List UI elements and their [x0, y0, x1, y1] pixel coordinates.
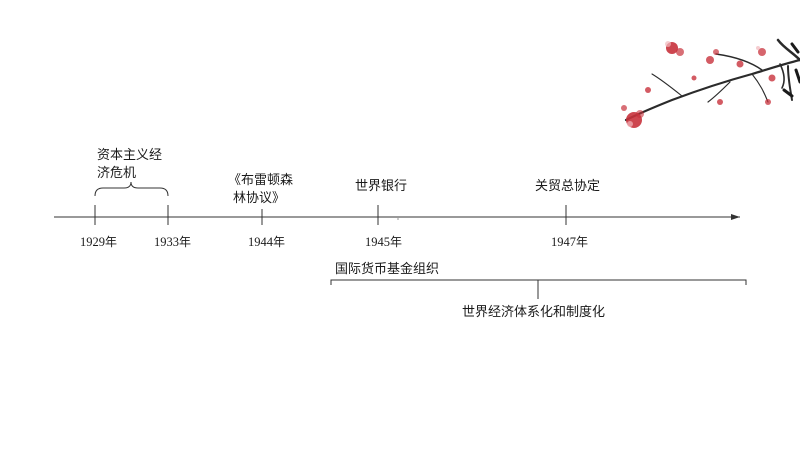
event-world-bank: 世界银行	[355, 179, 408, 194]
year-1945: 1945年	[365, 233, 402, 250]
year-1933-number: 1933	[154, 235, 179, 249]
year-1945-unit: 年	[390, 235, 403, 249]
event-systemization: 世界经济体系化和制度化	[462, 305, 606, 320]
event-bretton-line1: 《布雷顿森	[228, 173, 294, 188]
year-1929-unit: 年	[105, 235, 118, 249]
axis-dot	[397, 218, 399, 220]
year-1929-number: 1929	[80, 235, 105, 249]
year-1933: 1933年	[154, 233, 191, 250]
year-1947: 1947年	[551, 233, 588, 250]
year-1944-unit: 年	[273, 235, 286, 249]
year-1947-number: 1947	[551, 235, 576, 249]
year-1933-unit: 年	[179, 235, 192, 249]
year-1929: 1929年	[80, 233, 117, 250]
year-1944-number: 1944	[248, 235, 273, 249]
event-bretton-line2: 林协议》	[233, 191, 286, 206]
year-1947-unit: 年	[576, 235, 589, 249]
event-gatt: 关贸总协定	[535, 179, 601, 194]
event-imf: 国际货币基金组织	[335, 262, 440, 277]
year-1944: 1944年	[248, 233, 285, 250]
crisis-brace	[94, 181, 169, 197]
event-crisis-line1: 资本主义经	[97, 148, 163, 163]
year-1945-number: 1945	[365, 235, 390, 249]
plum-blossom-branch-icon	[621, 38, 800, 128]
event-crisis-line2: 济危机	[97, 166, 137, 181]
